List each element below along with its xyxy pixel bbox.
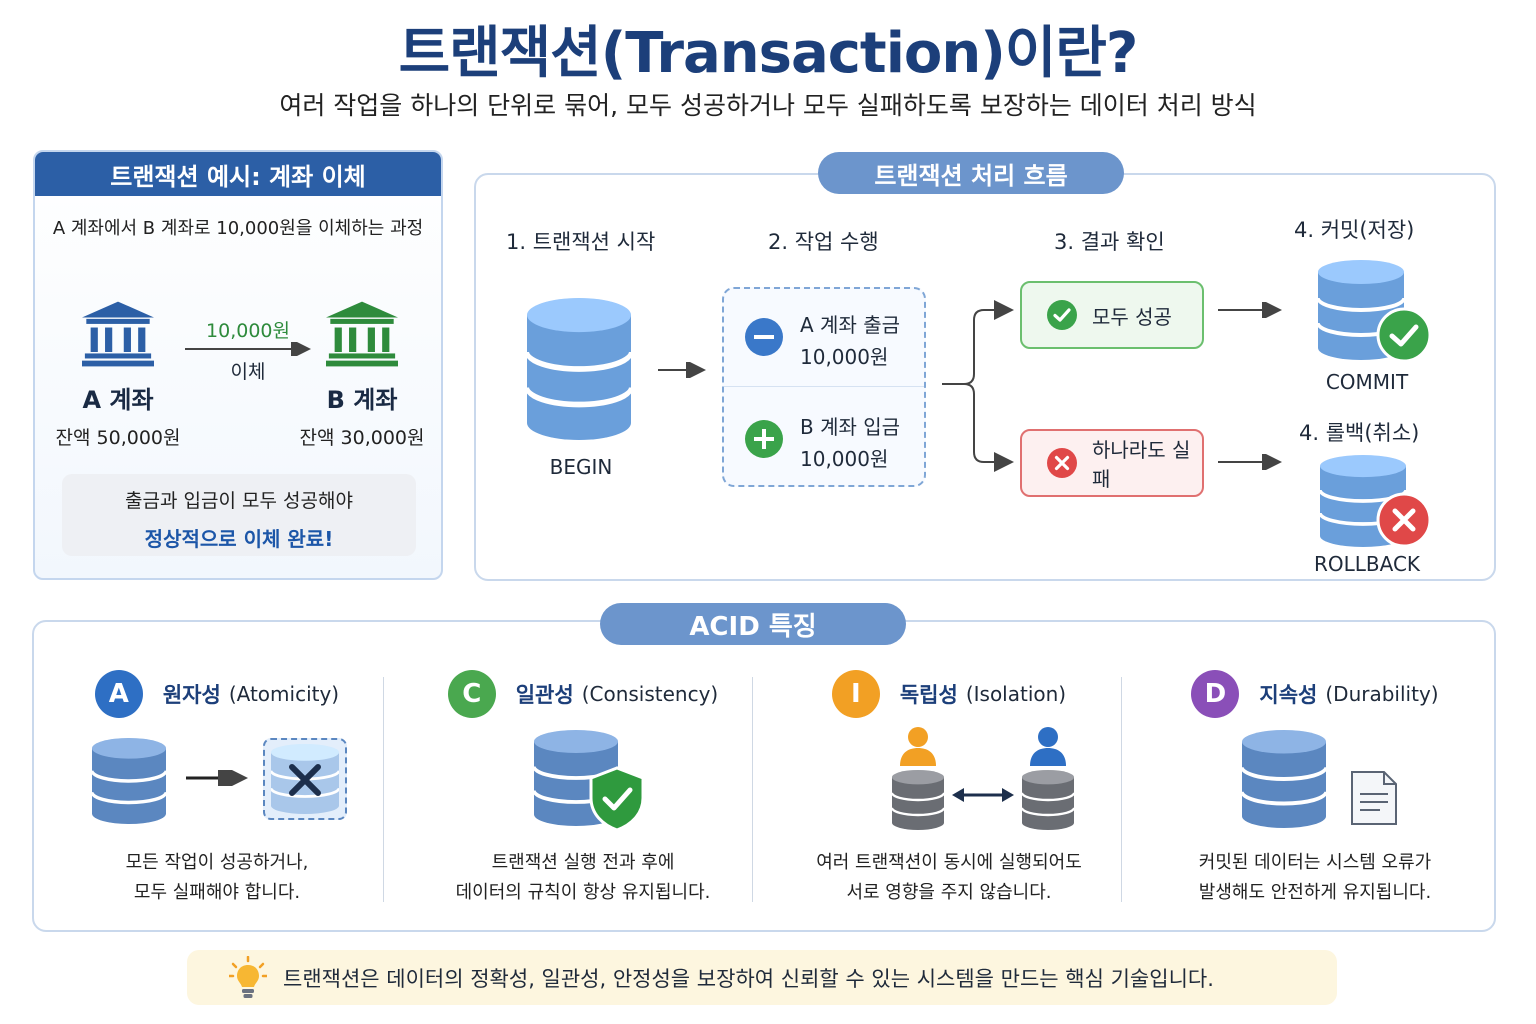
consistency-badge: C bbox=[447, 670, 496, 718]
rollback-label: ROLLBACK bbox=[1313, 552, 1421, 576]
withdraw-line-2: 10,000원 bbox=[800, 345, 889, 369]
operation-withdraw: A 계좌 출금 10,000원 bbox=[724, 289, 924, 385]
example-description: A 계좌에서 B 계좌로 10,000원을 이체하는 과정 bbox=[52, 218, 424, 239]
account-b-name: B 계좌 bbox=[326, 386, 398, 414]
isolation-en: (Isolation) bbox=[965, 682, 1067, 706]
transfer-label: 이체 bbox=[230, 361, 266, 383]
isolation-desc-2: 서로 영향을 주지 않습니다. bbox=[846, 882, 1052, 903]
atomicity-en: (Atomicity) bbox=[228, 682, 340, 706]
step-work-label: 2. 작업 수행 bbox=[768, 230, 879, 254]
commit-check-icon bbox=[1376, 307, 1432, 363]
rollback-x-icon bbox=[1376, 492, 1432, 548]
step-check-label: 3. 결과 확인 bbox=[1054, 230, 1165, 254]
step-commit-label: 4. 커밋(저장) bbox=[1294, 218, 1415, 242]
x-circle-icon bbox=[1047, 448, 1077, 478]
bank-icon bbox=[326, 301, 398, 367]
atomicity-desc-2: 모두 실패해야 합니다. bbox=[133, 882, 301, 903]
result-success: 모두 성공 bbox=[1020, 281, 1204, 349]
account-a: A 계좌 잔액 50,000원 bbox=[43, 296, 193, 450]
deposit-line-1: B 계좌 입금 bbox=[800, 415, 901, 439]
transfer-arrow bbox=[185, 342, 311, 356]
isolation-desc-1: 여러 트랜잭션이 동시에 실행되어도 bbox=[816, 852, 1082, 873]
begin-label: BEGIN bbox=[549, 455, 613, 479]
example-panel: 트랜잭션 예시: 계좌 이체 A 계좌에서 B 계좌로 10,000원을 이체하… bbox=[33, 150, 443, 580]
isolation-database-left-icon bbox=[892, 770, 944, 830]
withdraw-line-1: A 계좌 출금 bbox=[800, 313, 900, 337]
begin-database-icon bbox=[527, 298, 631, 440]
consistency-desc-1: 트랜잭션 실행 전과 후에 bbox=[491, 852, 675, 873]
plus-circle-icon bbox=[745, 420, 783, 458]
consistency-title: 일관성 bbox=[515, 683, 574, 707]
atomicity-title: 원자성 bbox=[162, 683, 221, 707]
atomicity-desc-1: 모든 작업이 성공하거나, bbox=[125, 852, 309, 873]
isolation-badge: I bbox=[831, 670, 880, 718]
flow-arrow-commit bbox=[1218, 302, 1282, 318]
acid-atomicity: A 원자성 (Atomicity) 모든 작업이 성공하거나, 모두 실패해야 합… bbox=[34, 622, 400, 930]
step-begin-label: 1. 트랜잭션 시작 bbox=[506, 230, 656, 254]
acid-heading: ACID 특징 bbox=[600, 603, 906, 645]
transfer-amount: 10,000원 bbox=[206, 320, 290, 342]
bidirectional-arrow-icon bbox=[952, 788, 1014, 802]
isolation-database-right-icon bbox=[1022, 770, 1074, 830]
account-b: B 계좌 잔액 30,000원 bbox=[287, 296, 437, 450]
result-success-label: 모두 성공 bbox=[1092, 304, 1172, 329]
atomicity-database-icon bbox=[92, 738, 166, 824]
note-line-2: 정상적으로 이체 완료! bbox=[144, 527, 334, 551]
user-icon-blue bbox=[1030, 727, 1066, 766]
x-icon bbox=[289, 764, 321, 796]
flow-arrow-rollback bbox=[1218, 454, 1282, 470]
bank-icon bbox=[82, 301, 154, 367]
consistency-desc-2: 데이터의 규칙이 항상 유지됩니다. bbox=[455, 882, 711, 903]
lightbulb-icon bbox=[229, 955, 267, 998]
durability-badge: D bbox=[1191, 670, 1240, 718]
durability-title: 지속성 bbox=[1259, 683, 1318, 707]
account-a-balance: 잔액 50,000원 bbox=[55, 427, 181, 449]
page-subtitle: 여러 작업을 하나의 단위로 묶어, 모두 성공하거나 모두 실패하도록 보장하… bbox=[279, 91, 1257, 120]
atomicity-failed-box bbox=[263, 738, 347, 820]
durability-desc-2: 발생해도 안전하게 유지됩니다. bbox=[1198, 882, 1432, 903]
example-note: 출금과 입금이 모두 성공해야 정상적으로 이체 완료! bbox=[62, 474, 416, 556]
step-rollback-label: 4. 롤백(취소) bbox=[1299, 421, 1420, 445]
note-line-1: 출금과 입금이 모두 성공해야 bbox=[125, 490, 353, 512]
tip-text: 트랜잭션은 데이터의 정확성, 일관성, 안정성을 보장하여 신뢰할 수 있는 … bbox=[283, 966, 1214, 991]
example-heading: 트랜잭션 예시: 계좌 이체 bbox=[35, 152, 441, 196]
account-b-balance: 잔액 30,000원 bbox=[299, 427, 425, 449]
isolation-title: 독립성 bbox=[899, 683, 958, 707]
consistency-en: (Consistency) bbox=[581, 682, 719, 706]
tip-banner: 트랜잭션은 데이터의 정확성, 일관성, 안정성을 보장하여 신뢰할 수 있는 … bbox=[187, 950, 1337, 1005]
durability-database-icon bbox=[1242, 730, 1326, 828]
operation-deposit: B 계좌 입금 10,000원 bbox=[724, 391, 924, 487]
account-a-name: A 계좌 bbox=[82, 386, 154, 414]
branch-connector bbox=[942, 300, 1014, 472]
operations-box: A 계좌 출금 10,000원 B 계좌 입금 10,000원 bbox=[722, 287, 926, 487]
acid-panel: A 원자성 (Atomicity) 모든 작업이 성공하거나, 모두 실패해야 합… bbox=[32, 620, 1496, 932]
atomicity-arrow bbox=[186, 770, 248, 786]
result-failure: 하나라도 실패 bbox=[1020, 429, 1204, 497]
user-icon-orange bbox=[900, 727, 936, 766]
page-title: 트랜잭션(Transaction)이란? bbox=[398, 21, 1139, 86]
commit-label: COMMIT bbox=[1325, 370, 1409, 394]
shield-check-icon bbox=[589, 766, 645, 832]
document-icon bbox=[1351, 771, 1397, 825]
flow-arrow-1 bbox=[658, 362, 706, 378]
atomicity-badge: A bbox=[94, 670, 143, 718]
durability-en: (Durability) bbox=[1325, 682, 1439, 706]
check-circle-icon bbox=[1047, 300, 1077, 330]
minus-circle-icon bbox=[745, 318, 783, 356]
result-failure-label: 하나라도 실패 bbox=[1092, 438, 1191, 491]
durability-desc-1: 커밋된 데이터는 시스템 오류가 bbox=[1198, 852, 1432, 873]
flow-heading: 트랜잭션 처리 흐름 bbox=[818, 152, 1124, 194]
deposit-line-2: 10,000원 bbox=[800, 447, 889, 471]
